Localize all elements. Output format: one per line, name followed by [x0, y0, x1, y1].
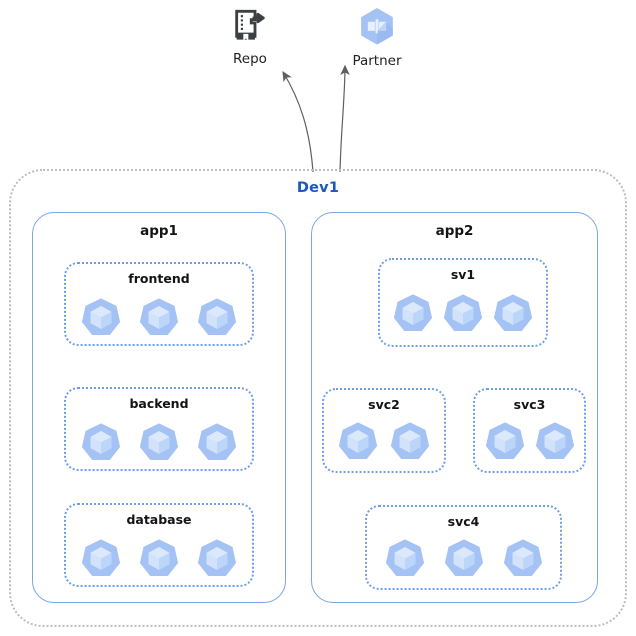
pod-icon — [81, 298, 121, 335]
pod-icon — [81, 539, 121, 576]
pod-row-svc4 — [367, 537, 560, 579]
cluster-dev1[interactable]: Dev1 — [9, 169, 627, 627]
pod-icon — [81, 423, 121, 460]
pod-row-sv1 — [380, 292, 546, 334]
cluster-label: Dev1 — [296, 180, 340, 196]
pod-icon — [139, 423, 179, 460]
pod-icon — [535, 422, 574, 459]
service-title-backend: backend — [129, 396, 189, 411]
service-title-svc4: svc4 — [447, 514, 480, 529]
pod-icon — [444, 539, 483, 576]
app-title-app2: app2 — [435, 223, 474, 239]
pod-icon — [393, 294, 433, 331]
pod-icon — [338, 422, 378, 459]
service-box-svc4[interactable]: svc4 — [365, 505, 562, 590]
pod-icon — [485, 422, 524, 459]
pod-row-frontend — [66, 296, 252, 338]
service-box-svc3[interactable]: svc3 — [473, 388, 586, 473]
pod-icon — [493, 294, 533, 331]
service-box-svc2[interactable]: svc2 — [322, 388, 446, 473]
service-title-svc3: svc3 — [513, 397, 546, 412]
external-node-repo-label: Repo — [233, 51, 267, 67]
pod-row-database — [66, 537, 252, 579]
edge-cluster-to-repo — [282, 70, 314, 173]
pod-icon — [197, 423, 237, 460]
service-title-frontend: frontend — [128, 271, 190, 286]
external-node-partner[interactable]: Partner — [332, 6, 422, 69]
pod-icon — [503, 539, 542, 576]
pod-row-svc3 — [475, 420, 584, 462]
partner-hexagon-icon — [361, 8, 393, 45]
pod-icon — [443, 294, 483, 331]
external-node-partner-label: Partner — [352, 53, 402, 69]
service-box-database[interactable]: database — [64, 503, 254, 587]
service-title-svc2: svc2 — [368, 397, 400, 412]
pod-icon — [139, 539, 179, 576]
service-title-database: database — [126, 512, 192, 527]
pod-icon — [385, 539, 424, 576]
edge-cluster-to-partner — [339, 64, 350, 173]
pod-icon — [197, 298, 237, 335]
app-title-app1: app1 — [140, 223, 178, 239]
repo-icon — [235, 9, 265, 41]
pod-row-svc2 — [324, 420, 444, 462]
pod-icon — [390, 422, 430, 459]
service-box-sv1[interactable]: sv1 — [378, 258, 548, 347]
service-title-sv1: sv1 — [450, 267, 476, 282]
external-node-repo[interactable]: Repo — [205, 8, 295, 67]
service-box-frontend[interactable]: frontend — [64, 262, 254, 346]
pod-row-backend — [66, 421, 252, 463]
pod-icon — [139, 298, 179, 335]
service-box-backend[interactable]: backend — [64, 387, 254, 471]
pod-icon — [197, 539, 237, 576]
